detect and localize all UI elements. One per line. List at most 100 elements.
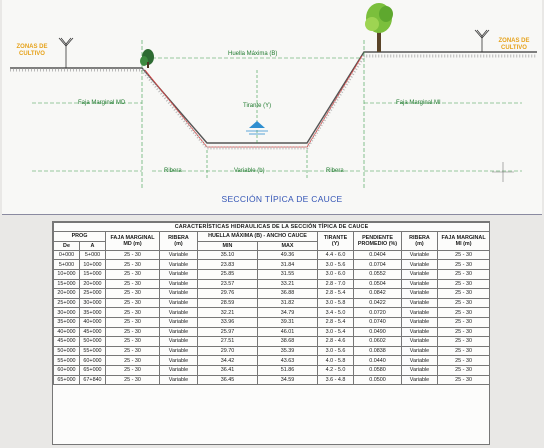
table-cell: 25 - 30 — [105, 259, 160, 271]
table-cell: 3.0 - 5.6 — [317, 259, 354, 271]
table-cell: 31.82 — [257, 297, 318, 309]
table-cell: 51.86 — [257, 365, 318, 376]
table-cell: 31.84 — [257, 259, 318, 271]
table-cell: 34.59 — [257, 374, 318, 386]
table-cell: 39.31 — [257, 317, 318, 328]
huella-maxima-label: Huella Máxima (B) — [228, 51, 278, 57]
table-cell: 25 - 30 — [105, 288, 160, 299]
table-cell: 25 - 30 — [436, 365, 491, 376]
table-cell: 2.8 - 7.0 — [317, 278, 354, 290]
table-cell: 2.8 - 5.4 — [317, 288, 354, 299]
table-cell: 32.21 — [197, 307, 258, 319]
variable-label: Variable (b) — [234, 168, 265, 174]
table-cell: 23.57 — [197, 278, 258, 290]
zone-left-label: ZONAS DE CULTIVO — [10, 44, 54, 58]
table-cell: 35.10 — [197, 249, 258, 261]
table-cell: 25 - 30 — [105, 355, 160, 366]
header-faja-mi-line1: FAJA MARGINAL — [441, 234, 486, 241]
table-cell: Variable — [159, 374, 198, 386]
table-cell: 0.0740 — [353, 317, 402, 328]
zone-right-line1: ZONAS DE — [498, 38, 530, 44]
table-cell: Variable — [401, 259, 438, 271]
table-cell: 25 - 30 — [436, 269, 491, 280]
table-cell: 45+000 — [79, 326, 106, 338]
header-faja-md-line2: MD (m) — [123, 241, 142, 248]
table-cell: 25 - 30 — [436, 249, 491, 261]
table-cell: 5+000 — [53, 259, 80, 271]
table-cell: 0.0552 — [353, 269, 402, 280]
table-cell: Variable — [401, 355, 438, 366]
table-cell: 25 - 30 — [105, 365, 160, 376]
table-cell: 25 - 30 — [105, 345, 160, 357]
table-cell: 25 - 30 — [436, 278, 491, 290]
faja-mi-label: Faja Marginal MI — [396, 100, 441, 106]
table-cell: 25.85 — [197, 269, 258, 280]
table-cell: Variable — [401, 288, 438, 299]
table-cell: 25 - 30 — [105, 374, 160, 386]
table-cell: Variable — [159, 249, 198, 261]
table-cell: 15+000 — [53, 278, 80, 290]
table-cell: Variable — [401, 374, 438, 386]
header-tirante: TIRANTE(Y) — [317, 231, 354, 251]
table-cell: Variable — [401, 249, 438, 261]
table-cell: 4.4 - 6.0 — [317, 249, 354, 261]
table-cell: 0.0404 — [353, 249, 402, 261]
bush-icon — [140, 49, 154, 68]
header-faja-md-line1: FAJA MARGINAL — [110, 234, 155, 241]
table-cell: 45+000 — [53, 336, 80, 347]
table-cell: 60+000 — [79, 355, 106, 366]
ground-profile — [10, 51, 537, 144]
table-cell: 27.51 — [197, 336, 258, 347]
table-cell: 25+000 — [53, 297, 80, 309]
table-cell: 50+000 — [79, 336, 106, 347]
table-cell: 55+000 — [79, 345, 106, 357]
table-cell: 3.0 - 5.6 — [317, 345, 354, 357]
header-huella: HUELLA MÁXIMA (B) - ANCHO CAUCE — [197, 231, 318, 242]
table-cell: Variable — [159, 336, 198, 347]
table-cell: 2.8 - 4.6 — [317, 336, 354, 347]
table-cell: 25 - 30 — [105, 326, 160, 338]
header-min: MIN — [197, 240, 258, 251]
table-cell: 25 - 30 — [436, 307, 491, 319]
hydraulic-table: CARACTERÍSTICAS HIDRAULICAS DE LA SECCIÓ… — [52, 221, 491, 386]
table-cell: 5+000 — [79, 249, 106, 261]
table-cell: 43.63 — [257, 355, 318, 366]
table-cell: 4.0 - 5.8 — [317, 355, 354, 366]
zone-left-line2: CULTIVO — [19, 51, 45, 57]
zone-left-line1: ZONAS DE — [16, 44, 48, 50]
table-cell: 0.0500 — [353, 374, 402, 386]
table-cell: 25.97 — [197, 326, 258, 338]
table-cell: 36.88 — [257, 288, 318, 299]
header-max: MAX — [257, 240, 318, 251]
table-cell: 25 - 30 — [105, 307, 160, 319]
table-cell: 46.01 — [257, 326, 318, 338]
table-cell: Variable — [159, 269, 198, 280]
table-cell: 0.0842 — [353, 288, 402, 299]
crosshair-icon — [492, 162, 514, 182]
table-cell: 0.0838 — [353, 345, 402, 357]
table-cell: 3.0 - 5.4 — [317, 326, 354, 338]
table-cell: 34.42 — [197, 355, 258, 366]
header-ribera-2: RIBERA(m) — [401, 231, 438, 251]
table-cell: 25 - 30 — [436, 374, 491, 386]
table-cell: 30+000 — [79, 297, 106, 309]
table-cell: 49.36 — [257, 249, 318, 261]
table-cell: 3.6 - 4.8 — [317, 374, 354, 386]
table-cell: Variable — [401, 278, 438, 290]
table-cell: Variable — [159, 317, 198, 328]
tirante-label: Tirante (Y) — [243, 103, 272, 109]
hydraulic-table-container: CARACTERÍSTICAS HIDRAULICAS DE LA SECCIÓ… — [52, 221, 491, 445]
header-ribera: RIBERA(m) — [159, 231, 198, 251]
header-tirante-line2: (Y) — [331, 241, 340, 248]
table-cell: 10+000 — [53, 269, 80, 280]
table-cell: 25 - 30 — [105, 317, 160, 328]
